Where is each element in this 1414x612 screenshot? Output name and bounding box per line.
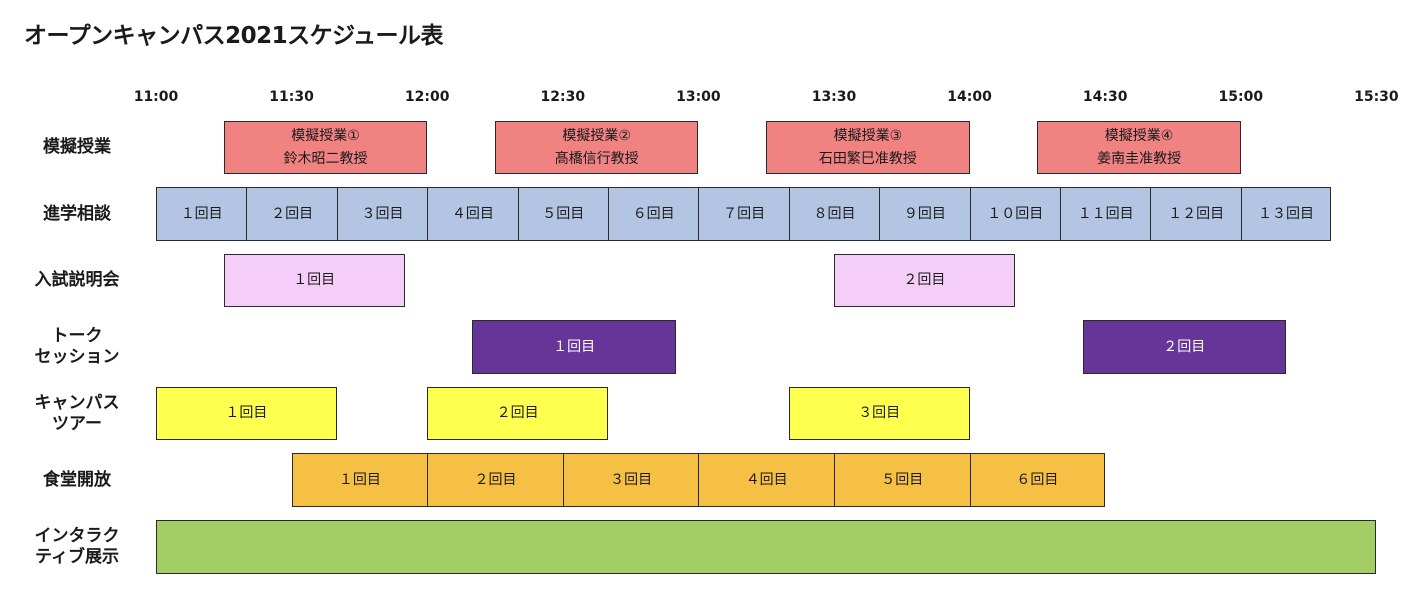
consultation-session[interactable]: ８回目 bbox=[788, 187, 880, 241]
session-label: ２回目 bbox=[496, 405, 539, 421]
row-label-line: トーク bbox=[51, 326, 103, 346]
time-tick: 13:00 bbox=[676, 89, 721, 105]
session-label: １１回目 bbox=[1077, 205, 1134, 222]
consultation-session[interactable]: １１回目 bbox=[1060, 187, 1151, 241]
row-label-line: セッション bbox=[34, 347, 120, 367]
row-label-line: 進学相談 bbox=[43, 203, 111, 224]
cafeteria-session[interactable]: ６回目 bbox=[969, 453, 1106, 507]
session-label: ３回目 bbox=[610, 471, 653, 488]
row-label-consultation: 進学相談 bbox=[18, 187, 136, 241]
session-title: 模擬授業① bbox=[291, 127, 360, 144]
cafeteria-session[interactable]: ２回目 bbox=[427, 453, 563, 507]
session-label: ９回目 bbox=[903, 205, 946, 222]
mock-class-session[interactable]: 模擬授業② 髙橋信行教授 bbox=[495, 121, 699, 174]
session-label: ７回目 bbox=[723, 205, 766, 222]
session-lecturer: 髙橋信行教授 bbox=[554, 150, 639, 167]
mock-class-session[interactable]: 模擬授業① 鈴木昭二教授 bbox=[223, 121, 428, 174]
consultation-session[interactable]: ４回目 bbox=[427, 187, 518, 241]
row-label-line: インタラク bbox=[34, 526, 120, 546]
consultation-session[interactable]: ６回目 bbox=[608, 187, 699, 241]
mock-class-session[interactable]: 模擬授業④ 姜南圭准教授 bbox=[1037, 121, 1241, 174]
session-label: ５回目 bbox=[881, 471, 924, 488]
row-label-line: 模擬授業 bbox=[43, 137, 111, 157]
session-label: １回目 bbox=[338, 471, 381, 488]
consultation-session[interactable]: ５回目 bbox=[517, 187, 608, 241]
cafeteria-session[interactable]: １回目 bbox=[291, 453, 428, 507]
session-label: １回目 bbox=[553, 338, 596, 355]
row-label-line: ツアー bbox=[52, 413, 102, 434]
time-tick: 15:30 bbox=[1354, 89, 1399, 105]
session-label: １回目 bbox=[293, 272, 336, 288]
time-tick: 13:30 bbox=[811, 89, 857, 105]
consultation-session[interactable]: １回目 bbox=[156, 187, 247, 241]
time-tick: 15:00 bbox=[1218, 89, 1264, 105]
consultation-session[interactable]: ２回目 bbox=[246, 187, 337, 241]
cafeteria-session[interactable]: ４回目 bbox=[698, 453, 834, 507]
admission-session[interactable]: １回目 bbox=[223, 254, 405, 307]
time-tick: 11:00 bbox=[133, 89, 179, 105]
session-title: 模擬授業② bbox=[562, 127, 631, 144]
cafeteria-session[interactable]: ３回目 bbox=[562, 453, 699, 507]
row-label-line: 食堂開放 bbox=[43, 469, 111, 490]
session-label: ６回目 bbox=[632, 205, 675, 222]
time-tick: 14:00 bbox=[947, 89, 992, 105]
time-tick: 12:30 bbox=[540, 89, 586, 105]
interactive-exhibit-session[interactable] bbox=[156, 520, 1377, 574]
consultation-session[interactable]: １３回目 bbox=[1240, 187, 1332, 241]
session-label: ４回目 bbox=[745, 471, 788, 488]
session-label: ２回目 bbox=[1163, 338, 1206, 355]
session-label: １０回目 bbox=[987, 205, 1044, 222]
row-label-admission: 入試説明会 bbox=[18, 254, 136, 307]
row-label-line: キャンパス bbox=[34, 392, 120, 413]
campus-tour-session[interactable]: ２回目 bbox=[427, 387, 608, 440]
row-label-talk-session: トークセッション bbox=[18, 320, 136, 374]
admission-session[interactable]: ２回目 bbox=[834, 254, 1015, 307]
talk-session-session[interactable]: １回目 bbox=[472, 320, 676, 374]
session-label: １３回目 bbox=[1257, 205, 1314, 222]
consultation-session[interactable]: ３回目 bbox=[336, 187, 428, 241]
row-label-line: 入試説明会 bbox=[34, 270, 120, 290]
session-label: ８回目 bbox=[813, 205, 856, 222]
session-lecturer: 鈴木昭二教授 bbox=[283, 150, 368, 167]
session-label: ２回目 bbox=[903, 272, 946, 288]
consultation-session[interactable]: １０回目 bbox=[969, 187, 1060, 241]
page-title: オープンキャンパス2021スケジュール表 bbox=[24, 23, 444, 49]
session-title: 模擬授業③ bbox=[833, 127, 903, 144]
session-label: ３回目 bbox=[361, 205, 404, 222]
session-label: ２回目 bbox=[474, 471, 517, 488]
campus-tour-session[interactable]: ３回目 bbox=[788, 387, 970, 440]
talk-session-session[interactable]: ２回目 bbox=[1082, 320, 1286, 374]
consultation-session[interactable]: ７回目 bbox=[698, 187, 789, 241]
session-label: １２回目 bbox=[1168, 205, 1225, 222]
session-label: ４回目 bbox=[451, 205, 494, 222]
session-label: １回目 bbox=[225, 405, 268, 421]
row-label-interactive-exhibit: インタラクティブ展示 bbox=[18, 520, 136, 574]
mock-class-session[interactable]: 模擬授業③ 石田繁巳准教授 bbox=[766, 121, 970, 174]
row-label-mock-class: 模擬授業 bbox=[18, 121, 136, 174]
time-tick: 12:00 bbox=[404, 89, 450, 105]
campus-tour-session[interactable]: １回目 bbox=[156, 387, 337, 440]
time-tick: 14:30 bbox=[1082, 89, 1128, 105]
session-label: ３回目 bbox=[858, 405, 901, 421]
row-label-campus-tour: キャンパスツアー bbox=[18, 387, 136, 440]
time-tick: 11:30 bbox=[269, 89, 314, 105]
session-label: ６回目 bbox=[1016, 471, 1059, 488]
session-label: ２回目 bbox=[271, 205, 314, 222]
session-label: １回目 bbox=[180, 205, 223, 222]
consultation-session[interactable]: １２回目 bbox=[1150, 187, 1241, 241]
row-label-cafeteria: 食堂開放 bbox=[18, 453, 136, 507]
consultation-session[interactable]: ９回目 bbox=[879, 187, 970, 241]
row-label-line: ティブ展示 bbox=[35, 547, 119, 567]
session-lecturer: 石田繁巳准教授 bbox=[818, 150, 917, 167]
session-label: ５回目 bbox=[542, 205, 585, 222]
session-title: 模擬授業④ bbox=[1104, 127, 1174, 144]
cafeteria-session[interactable]: ５回目 bbox=[834, 453, 970, 507]
session-lecturer: 姜南圭准教授 bbox=[1097, 150, 1182, 167]
